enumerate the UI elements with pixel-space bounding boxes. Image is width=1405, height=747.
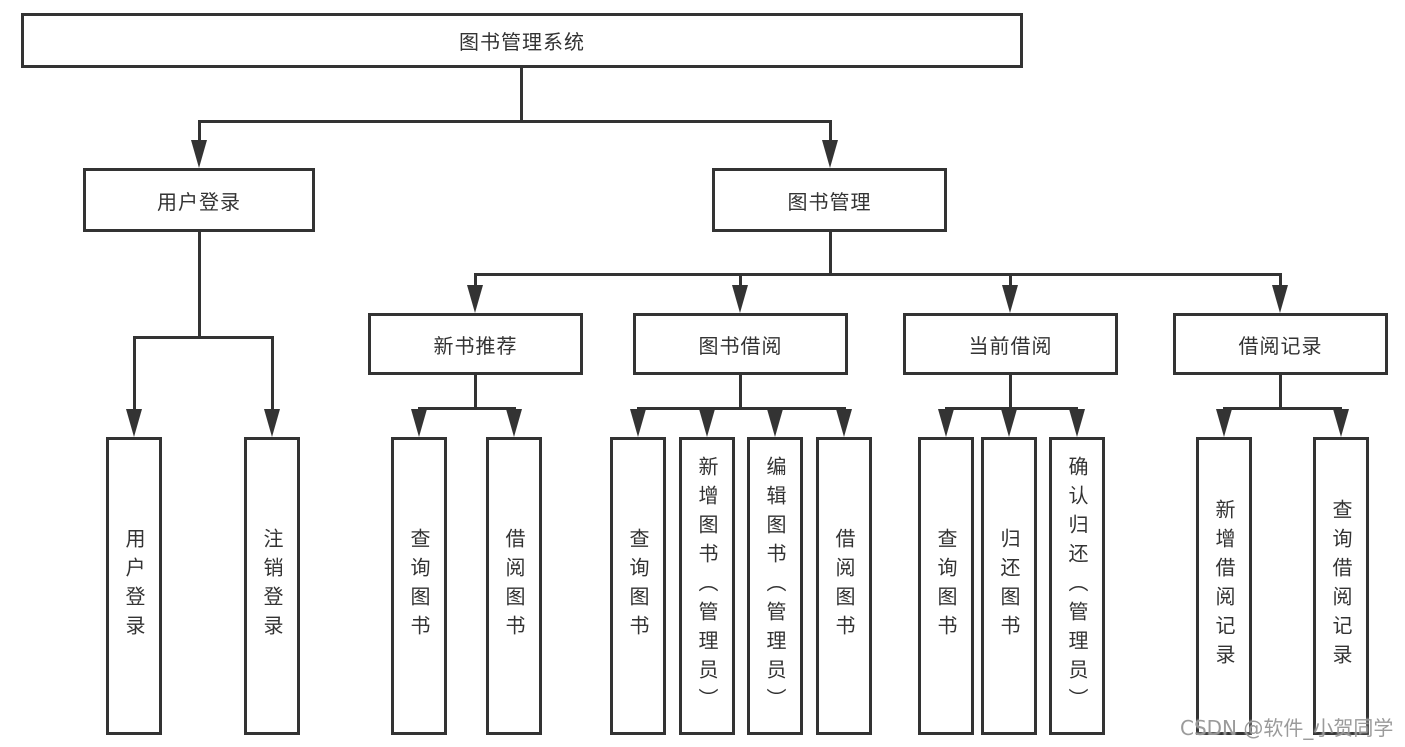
leaf-records-query-record-label: 查询借阅记录 (1329, 499, 1353, 673)
arrow-down-icon (411, 409, 427, 437)
connector-drop-logout-leaf (271, 336, 274, 412)
node-book-management: 图书管理 (712, 168, 947, 232)
connector-root-horizontal (198, 120, 832, 123)
leaf-borrow-edit-books-label: 编辑图书（管理员） (763, 455, 787, 717)
leaf-current-return-books-label: 归还图书 (997, 528, 1021, 644)
connector-records-horizontal (1223, 407, 1342, 410)
leaf-borrow-borrow-books-label: 借阅图书 (832, 528, 856, 644)
connector-recommend-horizontal (418, 407, 516, 410)
leaf-borrow-edit-books: 编辑图书（管理员） (747, 437, 803, 735)
leaf-borrow-borrow-books: 借阅图书 (816, 437, 872, 735)
leaf-borrow-add-books: 新增图书（管理员） (679, 437, 735, 735)
leaf-records-add-record: 新增借阅记录 (1196, 437, 1252, 735)
arrow-down-icon (1002, 285, 1018, 313)
arrow-down-icon (699, 409, 715, 437)
leaf-recommend-query-books: 查询图书 (391, 437, 447, 735)
node-new-book-recommend: 新书推荐 (368, 313, 583, 375)
arrow-down-icon (1333, 409, 1349, 437)
leaf-borrow-add-books-label: 新增图书（管理员） (695, 455, 719, 717)
arrow-down-icon (467, 285, 483, 313)
connector-user-login-trunk (198, 232, 201, 339)
connector-borrow-horizontal (637, 407, 846, 410)
node-new-book-recommend-label: 新书推荐 (433, 333, 518, 358)
arrow-down-icon (732, 285, 748, 313)
arrow-down-icon (506, 409, 522, 437)
connector-user-login-horizontal (133, 336, 274, 339)
arrow-down-icon (1001, 409, 1017, 437)
arrow-down-icon (191, 140, 207, 168)
arrow-down-icon (1272, 285, 1288, 313)
connector-drop-user-login (198, 120, 201, 144)
leaf-user-login-label: 用户登录 (122, 528, 146, 644)
leaf-current-query-books-label: 查询图书 (934, 528, 958, 644)
connector-recommend-trunk (474, 375, 477, 410)
node-borrow-records: 借阅记录 (1173, 313, 1388, 375)
connector-drop-borrow-records (1279, 273, 1282, 289)
arrow-down-icon (1069, 409, 1085, 437)
arrow-down-icon (126, 409, 142, 437)
leaf-borrow-query-books-label: 查询图书 (626, 528, 650, 644)
connector-drop-current-borrow (1009, 273, 1012, 289)
leaf-current-confirm-return: 确认归还（管理员） (1049, 437, 1105, 735)
arrow-down-icon (938, 409, 954, 437)
leaf-logout: 注销登录 (244, 437, 300, 735)
arrow-down-icon (630, 409, 646, 437)
arrow-down-icon (767, 409, 783, 437)
leaf-borrow-query-books: 查询图书 (610, 437, 666, 735)
connector-current-horizontal (945, 407, 1078, 410)
leaf-recommend-borrow-books: 借阅图书 (486, 437, 542, 735)
connector-book-management-trunk (829, 232, 832, 276)
connector-level3-horizontal (474, 273, 1282, 276)
node-borrow-records-label: 借阅记录 (1238, 333, 1323, 358)
node-root-label: 图书管理系统 (459, 30, 585, 54)
leaf-current-return-books: 归还图书 (981, 437, 1037, 735)
leaf-current-confirm-return-label: 确认归还（管理员） (1065, 455, 1089, 717)
leaf-records-add-record-label: 新增借阅记录 (1212, 499, 1236, 673)
leaf-recommend-borrow-books-label: 借阅图书 (502, 528, 526, 644)
connector-records-trunk (1279, 375, 1282, 410)
connector-current-trunk (1009, 375, 1012, 410)
leaf-logout-label: 注销登录 (260, 528, 284, 644)
connector-root-trunk (520, 68, 523, 123)
arrow-down-icon (836, 409, 852, 437)
leaf-recommend-query-books-label: 查询图书 (407, 528, 431, 644)
node-root-library-system: 图书管理系统 (21, 13, 1023, 68)
connector-drop-book-borrow (739, 273, 742, 289)
node-current-borrow-label: 当前借阅 (968, 333, 1053, 358)
arrow-down-icon (1216, 409, 1232, 437)
connector-drop-book-management (829, 120, 832, 144)
leaf-records-query-record: 查询借阅记录 (1313, 437, 1369, 735)
leaf-user-login: 用户登录 (106, 437, 162, 735)
connector-drop-new-book-recommend (474, 273, 477, 289)
arrow-down-icon (264, 409, 280, 437)
node-book-management-label: 图书管理 (787, 189, 872, 214)
leaf-current-query-books: 查询图书 (918, 437, 974, 735)
arrow-down-icon (822, 140, 838, 168)
node-book-borrow: 图书借阅 (633, 313, 848, 375)
node-book-borrow-label: 图书借阅 (698, 333, 783, 358)
node-user-login-label: 用户登录 (157, 189, 241, 214)
connector-borrow-trunk (739, 375, 742, 410)
node-user-login: 用户登录 (83, 168, 315, 232)
node-current-borrow: 当前借阅 (903, 313, 1118, 375)
connector-drop-user-login-leaf (133, 336, 136, 412)
csdn-watermark: CSDN @软件_小贺同学 (1180, 716, 1394, 740)
